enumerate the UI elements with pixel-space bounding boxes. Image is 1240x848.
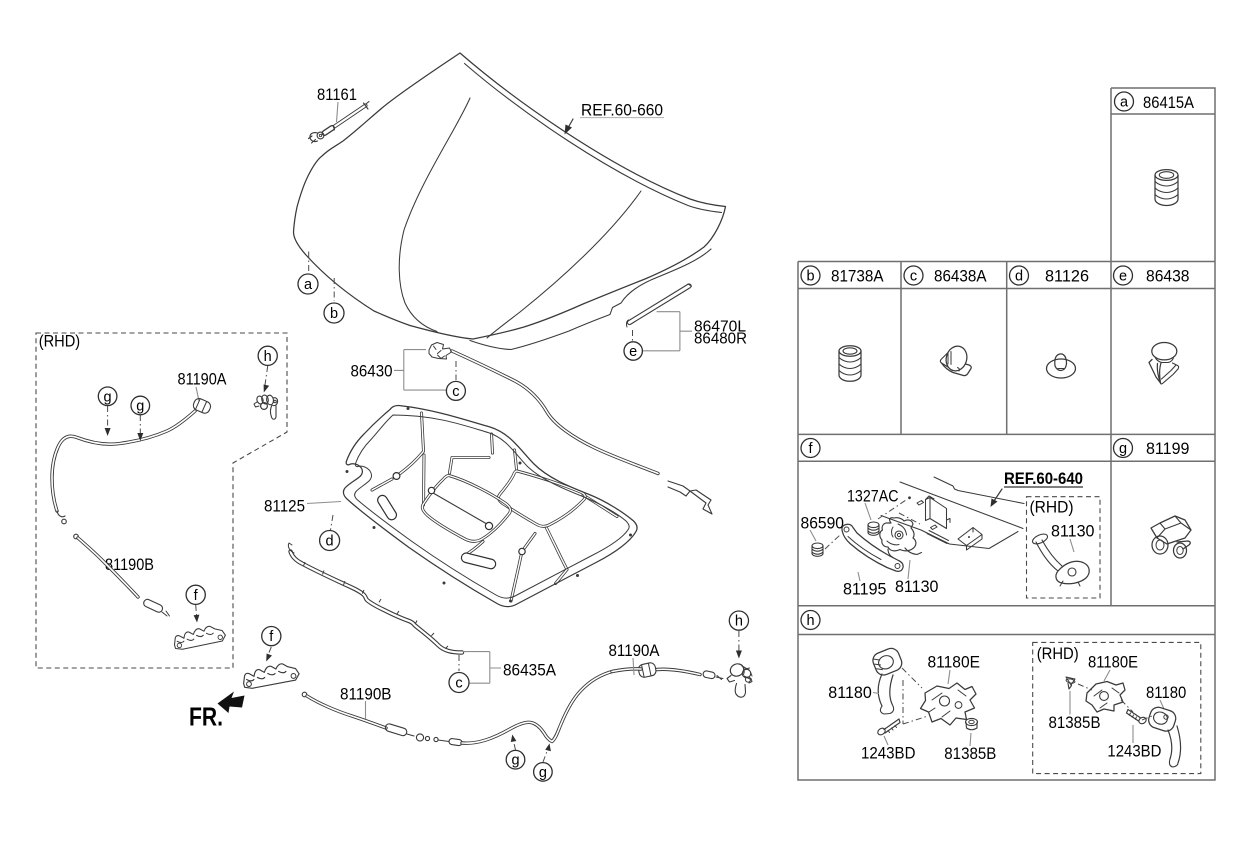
svg-text:81130: 81130 bbox=[895, 578, 939, 596]
svg-text:e: e bbox=[1119, 269, 1127, 285]
svg-text:(RHD): (RHD) bbox=[39, 333, 80, 351]
svg-text:f: f bbox=[808, 441, 813, 457]
svg-text:81190A: 81190A bbox=[178, 371, 227, 389]
svg-text:h: h bbox=[806, 613, 814, 629]
svg-text:86438A: 86438A bbox=[934, 268, 987, 286]
svg-text:REF.60-640: REF.60-640 bbox=[1004, 470, 1083, 488]
svg-text:g: g bbox=[511, 753, 519, 769]
svg-text:81195: 81195 bbox=[843, 580, 887, 598]
svg-text:86590: 86590 bbox=[801, 514, 845, 532]
svg-text:h: h bbox=[735, 614, 743, 630]
svg-text:81180E: 81180E bbox=[1088, 654, 1138, 672]
svg-text:81190B: 81190B bbox=[105, 556, 154, 574]
svg-text:1243BD: 1243BD bbox=[1107, 743, 1161, 761]
svg-text:b: b bbox=[806, 269, 814, 285]
svg-text:86438: 86438 bbox=[1146, 268, 1190, 286]
svg-text:1327AC: 1327AC bbox=[847, 487, 899, 505]
svg-text:86480R: 86480R bbox=[694, 331, 747, 348]
svg-text:81190A: 81190A bbox=[609, 642, 660, 660]
svg-text:a: a bbox=[1120, 95, 1129, 111]
svg-text:c: c bbox=[910, 269, 917, 285]
svg-text:h: h bbox=[264, 349, 272, 365]
svg-text:81199: 81199 bbox=[1146, 440, 1190, 458]
svg-text:81180: 81180 bbox=[828, 684, 872, 702]
svg-text:(RHD): (RHD) bbox=[1037, 645, 1079, 663]
svg-text:a: a bbox=[304, 277, 313, 293]
svg-text:81738A: 81738A bbox=[831, 268, 884, 286]
svg-text:f: f bbox=[194, 588, 199, 604]
svg-text:g: g bbox=[104, 389, 112, 405]
svg-text:81180E: 81180E bbox=[928, 654, 981, 672]
svg-text:(RHD): (RHD) bbox=[1030, 499, 1074, 517]
svg-text:f: f bbox=[269, 629, 274, 645]
svg-text:1243BD: 1243BD bbox=[861, 744, 916, 762]
svg-text:81125: 81125 bbox=[264, 498, 305, 516]
svg-text:g: g bbox=[136, 399, 144, 415]
svg-text:86470L: 86470L bbox=[694, 319, 746, 336]
svg-text:86415A: 86415A bbox=[1143, 94, 1194, 112]
svg-text:86430: 86430 bbox=[351, 363, 393, 381]
svg-text:g: g bbox=[539, 765, 547, 781]
svg-text:81126: 81126 bbox=[1045, 268, 1089, 286]
svg-text:c: c bbox=[455, 676, 462, 692]
svg-text:81385B: 81385B bbox=[1049, 714, 1101, 732]
svg-text:c: c bbox=[452, 384, 459, 400]
svg-text:81180: 81180 bbox=[1146, 684, 1186, 702]
svg-text:d: d bbox=[326, 534, 334, 550]
svg-text:81161: 81161 bbox=[317, 86, 357, 104]
svg-text:86435A: 86435A bbox=[503, 662, 556, 680]
svg-text:81190B: 81190B bbox=[340, 686, 392, 704]
svg-text:FR.: FR. bbox=[189, 702, 223, 732]
svg-text:g: g bbox=[1119, 441, 1127, 457]
svg-text:81130: 81130 bbox=[1051, 523, 1095, 541]
svg-text:b: b bbox=[330, 306, 338, 322]
svg-text:REF.60-660: REF.60-660 bbox=[581, 102, 663, 120]
svg-text:d: d bbox=[1015, 269, 1023, 285]
svg-text:81385B: 81385B bbox=[944, 745, 996, 763]
svg-text:e: e bbox=[629, 344, 637, 360]
